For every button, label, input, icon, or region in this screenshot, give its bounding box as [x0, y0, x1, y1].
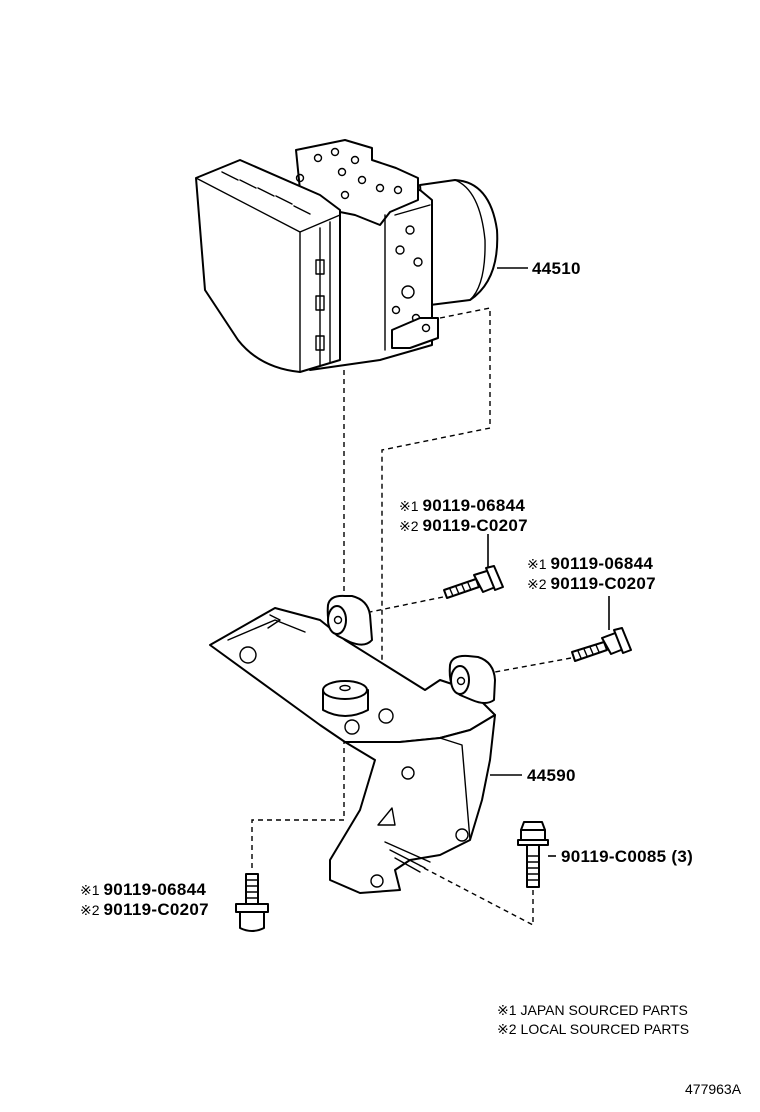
part-number: 90119-C0207	[551, 574, 656, 593]
note-mark: ※1	[497, 1002, 517, 1018]
part-number: 90119-06844	[104, 880, 207, 899]
note-text: LOCAL SOURCED PARTS	[521, 1021, 690, 1037]
lower-right-bolt-dash	[419, 865, 534, 927]
part-number: 90119-06844	[423, 496, 526, 515]
mark-2: ※2	[527, 576, 547, 592]
part-number: 90119-C0207	[423, 516, 528, 535]
diagram-id: 477963A	[685, 1081, 742, 1097]
part-number-90119-C0085[interactable]: 90119-C0085 (3)	[561, 847, 693, 866]
part-number: 90119-06844	[551, 554, 654, 573]
upper-bolt[interactable]	[443, 565, 504, 599]
abs-actuator-assembly[interactable]	[195, 139, 499, 373]
lower-right-bolt[interactable]	[517, 821, 549, 888]
actuator-bracket[interactable]	[209, 594, 496, 894]
mark-1: ※1	[80, 882, 100, 898]
mark-2: ※2	[80, 902, 100, 918]
alignment-line-right	[381, 307, 491, 700]
right-bolt[interactable]	[571, 627, 632, 662]
lower-left-bolt[interactable]	[235, 873, 269, 932]
mark-1: ※1	[527, 556, 547, 572]
mark-1: ※1	[399, 498, 419, 514]
upper-bolt-dash	[369, 596, 444, 613]
part-number-44510[interactable]: 44510	[532, 259, 581, 278]
part-number-44590[interactable]: 44590	[527, 766, 576, 785]
note-mark: ※2	[497, 1021, 517, 1037]
mark-2: ※2	[399, 518, 419, 534]
part-number: 90119-C0207	[104, 900, 209, 919]
right-bolt-dash	[494, 657, 572, 673]
note-text: JAPAN SOURCED PARTS	[521, 1002, 688, 1018]
